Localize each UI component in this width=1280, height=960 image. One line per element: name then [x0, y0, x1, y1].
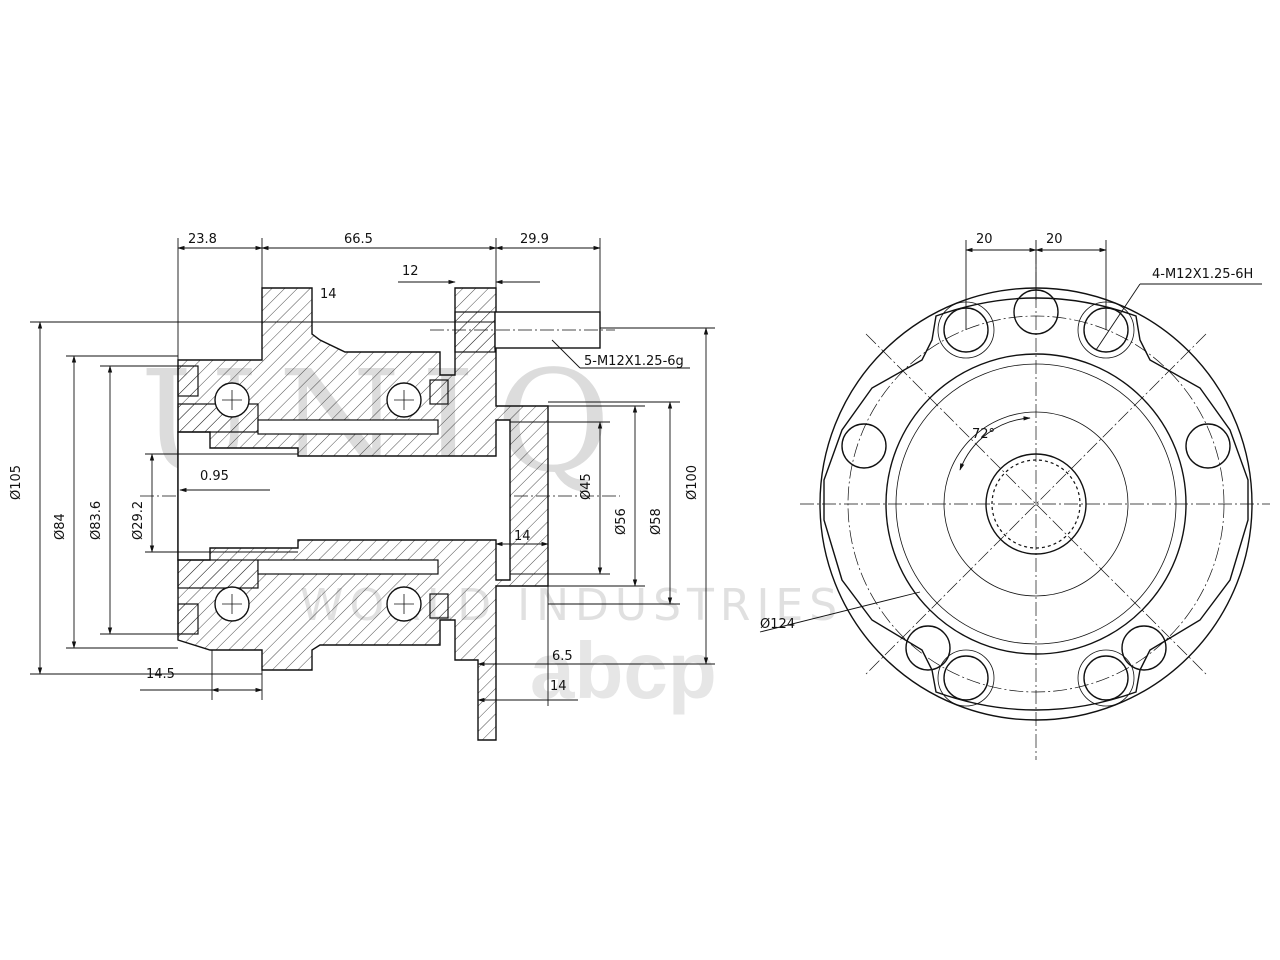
front-view: 20 20 4-M12X1.25-6H 72° Ø124	[759, 232, 1270, 760]
dim-66-5: 66.5	[344, 232, 373, 247]
bearing-ball-1	[214, 382, 250, 418]
wheel-stud	[494, 311, 601, 349]
dim-14-bottom: 14	[550, 679, 567, 694]
bolt-hole-3	[937, 649, 995, 707]
side-section-view: 23.8 66.5 29.9 12 14 5-M12X1.25-6g 0.95 …	[9, 232, 715, 741]
seal-top-right	[429, 379, 449, 405]
dia-105: Ø105	[9, 465, 24, 500]
flange-profile	[823, 297, 1249, 711]
race-gap-top	[257, 419, 439, 435]
dim-0-95: 0.95	[200, 469, 229, 484]
dia-84: Ø84	[53, 513, 68, 540]
dia-83-6: Ø83.6	[89, 501, 104, 540]
dim-29-9: 29.9	[520, 232, 549, 247]
seal-bottom-left	[177, 603, 199, 635]
seal-bottom-right	[429, 593, 449, 619]
dia-56: Ø56	[614, 508, 629, 535]
dim-6-5: 6.5	[552, 649, 573, 664]
stud-hole-2	[841, 423, 887, 469]
dim-20-left: 20	[976, 232, 993, 247]
stud-knurl	[454, 311, 496, 353]
dia-124: Ø124	[760, 617, 795, 632]
dim-14-top: 14	[320, 287, 337, 302]
dim-20-right: 20	[1046, 232, 1063, 247]
stud-hole-4	[905, 625, 951, 671]
spline-teeth	[991, 459, 1081, 549]
bearing-ball-4	[386, 586, 422, 622]
thread-studs-label: 5-M12X1.25-6g	[584, 354, 684, 369]
race-gap-bottom	[257, 559, 439, 575]
dim-23-8: 23.8	[188, 232, 217, 247]
dia-58: Ø58	[649, 508, 664, 535]
bearing-ball-3	[214, 586, 250, 622]
dia-100: Ø100	[685, 465, 700, 500]
seal-top-left	[177, 365, 199, 397]
bolt-hole-4	[1077, 649, 1135, 707]
watermark-marketplace: abcp	[530, 626, 717, 715]
stud-hole-3	[1185, 423, 1231, 469]
bearing-ball-2	[386, 382, 422, 418]
dim-14-5: 14.5	[146, 667, 175, 682]
dim-14-mid: 14	[514, 529, 531, 544]
dia-29-2: Ø29.2	[131, 501, 146, 540]
angle-72: 72°	[972, 427, 995, 442]
dim-12: 12	[402, 264, 419, 279]
thread-holes-label: 4-M12X1.25-6H	[1152, 267, 1253, 282]
inner-race-bottom	[177, 559, 259, 589]
dia-45: Ø45	[579, 473, 594, 500]
stud-hole-5	[1121, 625, 1167, 671]
